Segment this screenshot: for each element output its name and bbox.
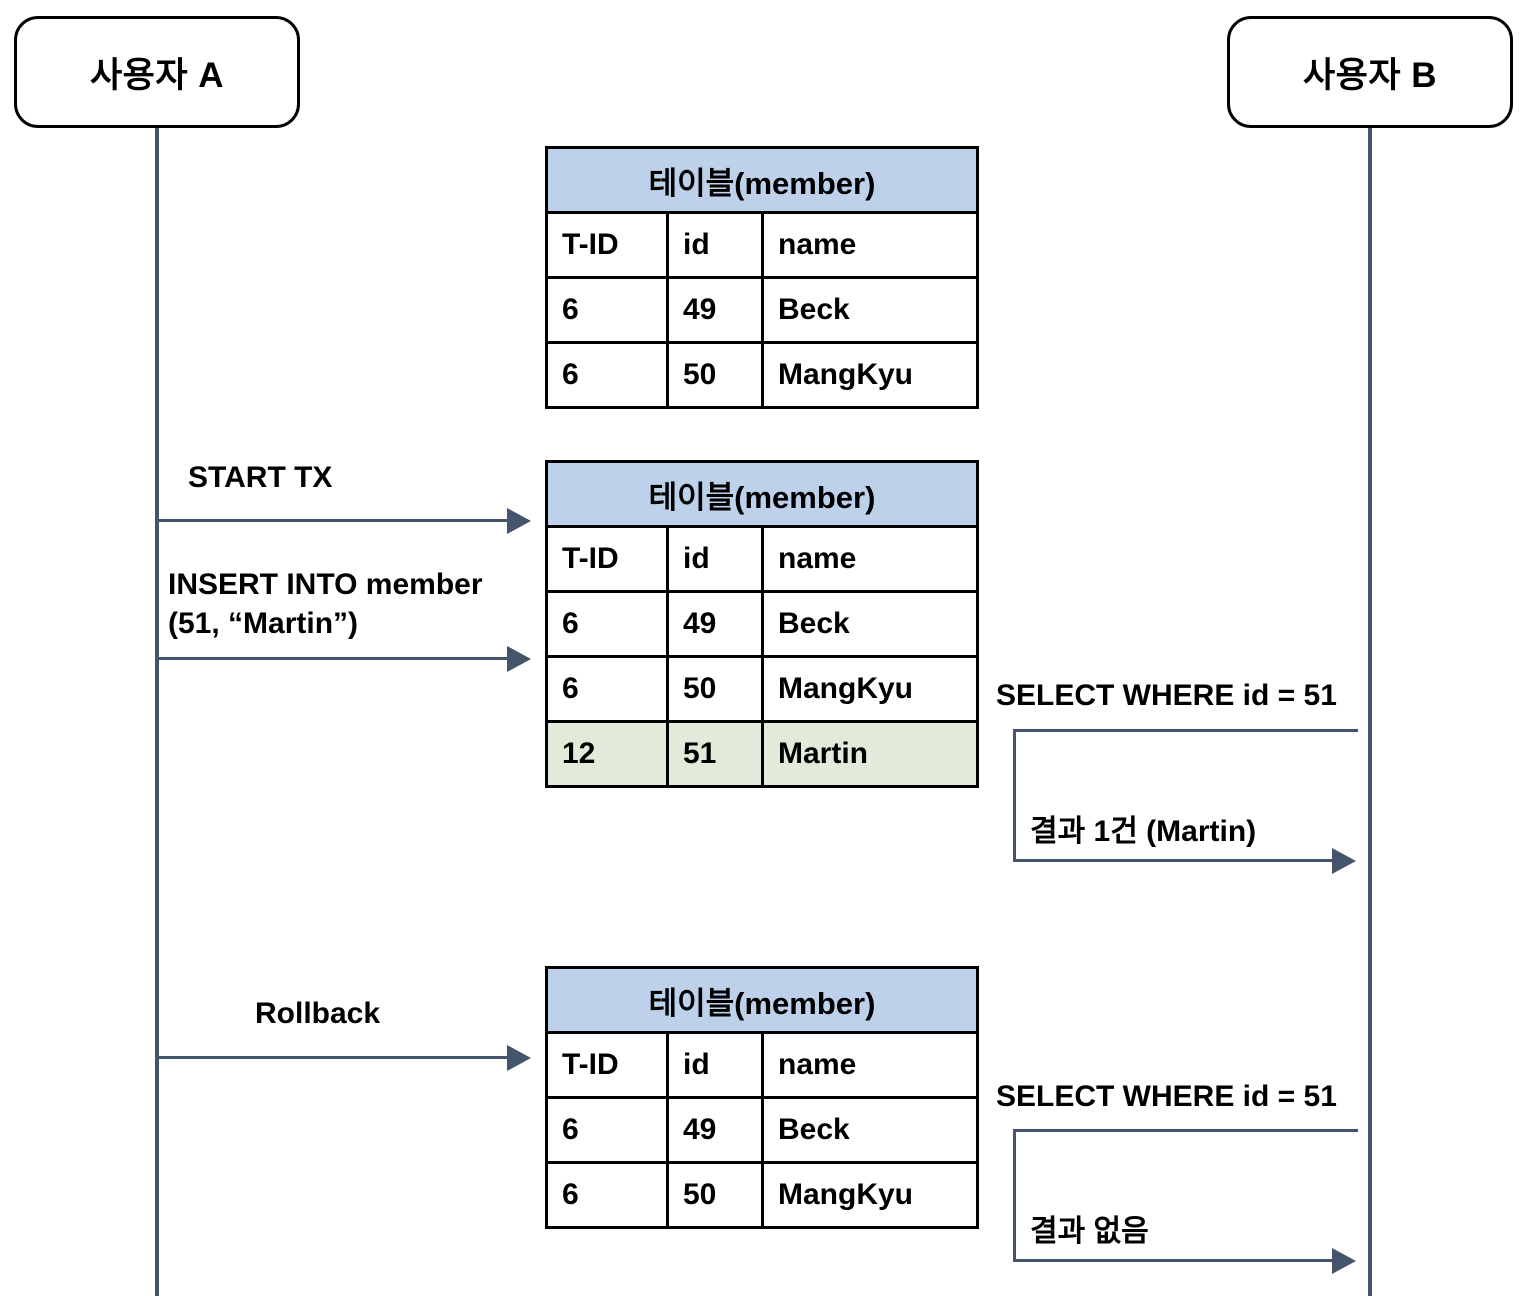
table-row-highlighted: 12 51 Martin <box>545 720 980 788</box>
table-row: 6 49 Beck <box>545 1096 980 1164</box>
member-table-after-rollback: 테이블(member) T-ID id name 6 49 Beck 6 50 … <box>544 966 980 1229</box>
label-result-none: 결과 없음 <box>1030 1215 1149 1248</box>
cell-id: 50 <box>666 1161 764 1229</box>
label-start-tx: START TX <box>188 461 333 494</box>
arrow-result-1-line <box>1013 859 1335 862</box>
cell-name: Beck <box>760 590 980 658</box>
cell-name: MangKyu <box>760 1161 980 1229</box>
lifeline-user-a <box>155 128 159 1296</box>
arrow-rollback-line <box>157 1056 509 1059</box>
actor-box-user-b: 사용자 B <box>1227 16 1513 128</box>
arrow-select-1-vertical-line <box>1013 729 1016 862</box>
arrow-start-tx-head-icon <box>507 508 531 534</box>
label-insert-into-member: INSERT INTO member (51, “Martin”) <box>168 568 483 640</box>
cell-name: Martin <box>760 720 980 788</box>
table-header-row: T-ID id name <box>545 525 980 593</box>
table-row: 6 49 Beck <box>545 276 980 344</box>
arrow-insert-head-icon <box>507 646 531 672</box>
column-header-tid: T-ID <box>545 1031 669 1099</box>
arrow-insert-line <box>157 657 509 660</box>
column-header-name: name <box>760 211 980 279</box>
column-header-id: id <box>666 211 764 279</box>
column-header-name: name <box>760 1031 980 1099</box>
label-result-one-row-martin: 결과 1건 (Martin) <box>1030 815 1257 848</box>
column-header-id: id <box>666 525 764 593</box>
arrow-select-2-top-line <box>1013 1129 1358 1132</box>
cell-id: 49 <box>666 1096 764 1164</box>
cell-id: 51 <box>666 720 764 788</box>
cell-tid: 6 <box>545 1096 669 1164</box>
cell-id: 50 <box>666 655 764 723</box>
arrow-result-1-head-icon <box>1332 848 1356 874</box>
cell-tid: 6 <box>545 655 669 723</box>
label-rollback: Rollback <box>255 997 381 1030</box>
table-title-row: 테이블(member) <box>544 146 980 214</box>
table-title-row: 테이블(member) <box>544 460 980 528</box>
cell-id: 50 <box>666 341 764 409</box>
arrow-result-2-line <box>1013 1259 1335 1262</box>
table-title: 테이블(member) <box>544 460 980 528</box>
label-select-where-id-51-second: SELECT WHERE id = 51 <box>996 1080 1337 1113</box>
actor-a-label: 사용자 A <box>89 55 225 95</box>
cell-name: MangKyu <box>760 341 980 409</box>
label-select-where-id-51-first: SELECT WHERE id = 51 <box>996 679 1337 712</box>
table-row: 6 50 MangKyu <box>545 341 980 409</box>
arrow-rollback-head-icon <box>507 1045 531 1071</box>
table-row: 6 49 Beck <box>545 590 980 658</box>
column-header-tid: T-ID <box>545 525 669 593</box>
table-row: 6 50 MangKyu <box>545 1161 980 1229</box>
cell-tid: 6 <box>545 590 669 658</box>
table-title: 테이블(member) <box>544 146 980 214</box>
arrow-start-tx-line <box>157 519 509 522</box>
member-table-initial: 테이블(member) T-ID id name 6 49 Beck 6 50 … <box>544 146 980 409</box>
table-row: 6 50 MangKyu <box>545 655 980 723</box>
column-header-id: id <box>666 1031 764 1099</box>
lifeline-user-b <box>1368 128 1372 1296</box>
cell-name: Beck <box>760 1096 980 1164</box>
table-title: 테이블(member) <box>544 966 980 1034</box>
cell-tid: 6 <box>545 276 669 344</box>
table-header-row: T-ID id name <box>545 1031 980 1099</box>
cell-name: Beck <box>760 276 980 344</box>
actor-box-user-a: 사용자 A <box>14 16 300 128</box>
arrow-select-1-top-line <box>1013 729 1358 732</box>
cell-tid: 6 <box>545 341 669 409</box>
column-header-name: name <box>760 525 980 593</box>
table-title-row: 테이블(member) <box>544 966 980 1034</box>
cell-tid: 6 <box>545 1161 669 1229</box>
column-header-tid: T-ID <box>545 211 669 279</box>
actor-b-label: 사용자 B <box>1302 55 1438 95</box>
member-table-after-insert: 테이블(member) T-ID id name 6 49 Beck 6 50 … <box>544 460 980 788</box>
arrow-select-2-vertical-line <box>1013 1129 1016 1262</box>
table-header-row: T-ID id name <box>545 211 980 279</box>
cell-name: MangKyu <box>760 655 980 723</box>
arrow-result-2-head-icon <box>1332 1248 1356 1274</box>
cell-tid: 12 <box>545 720 669 788</box>
cell-id: 49 <box>666 276 764 344</box>
cell-id: 49 <box>666 590 764 658</box>
